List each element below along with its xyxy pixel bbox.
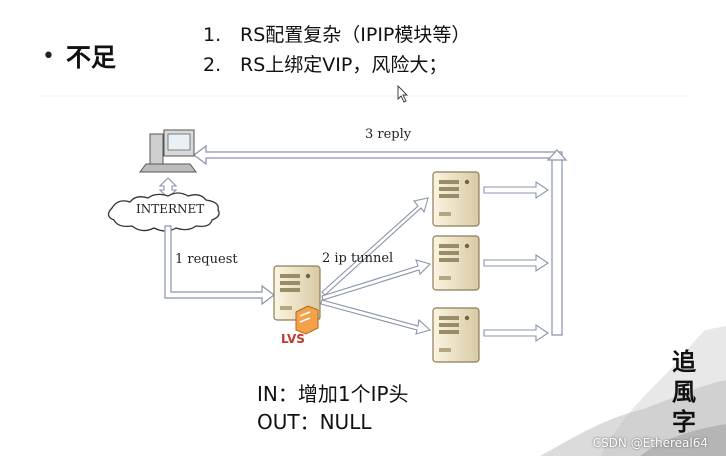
request-label: 1 request: [175, 252, 238, 267]
reply-label: 3 reply: [365, 127, 412, 142]
ink-wash-decoration: [540, 326, 726, 456]
drawback-number: 2.: [203, 54, 222, 76]
real-server-icon: [432, 171, 480, 227]
slide-heading: 不足: [66, 43, 117, 72]
drawback-item: 1. RS配置复杂（IPIP模块等）: [203, 20, 470, 50]
drawback-text: RS上绑定VIP，风险大；: [240, 54, 448, 76]
bullet-dot: •: [42, 43, 55, 69]
note-out: OUT：NULL: [257, 410, 372, 434]
tunnel-arrow-1: [321, 197, 429, 296]
tunnel-label: 2 ip tunnel: [322, 251, 393, 266]
drawback-item: 2. RS上绑定VIP，风险大；: [203, 50, 470, 80]
server-reply-arrows: [483, 180, 549, 343]
tunnel-arrow-2: [321, 259, 432, 301]
tunnel-arrow-3: [320, 299, 432, 335]
heading-row: • 不足: [42, 38, 116, 74]
computer-icon: [139, 129, 197, 173]
reply-arrow: [193, 144, 568, 336]
watermark: CSDN @Ethereal64: [592, 436, 708, 450]
lvs-server-icon: [273, 265, 321, 335]
real-server-icon: [432, 307, 480, 363]
calligraphy-char: 字: [672, 408, 696, 436]
calligraphy-char: 風: [672, 378, 696, 406]
calligraphy-char: 追: [672, 348, 697, 376]
lvs-label: LVS: [281, 332, 305, 346]
drawback-number: 1.: [203, 24, 222, 46]
real-server-icon: [432, 235, 480, 291]
drawback-list: 1. RS配置复杂（IPIP模块等） 2. RS上绑定VIP，风险大；: [203, 20, 470, 80]
request-arrow: [164, 225, 275, 306]
tunnel-arrows: [320, 197, 432, 335]
note-in: IN：增加1个IP头: [257, 382, 409, 406]
internet-cloud: [107, 192, 220, 232]
mouse-cursor-icon: [397, 84, 409, 103]
internet-label: INTERNET: [136, 202, 204, 216]
drawback-text: RS配置复杂（IPIP模块等）: [240, 24, 471, 46]
